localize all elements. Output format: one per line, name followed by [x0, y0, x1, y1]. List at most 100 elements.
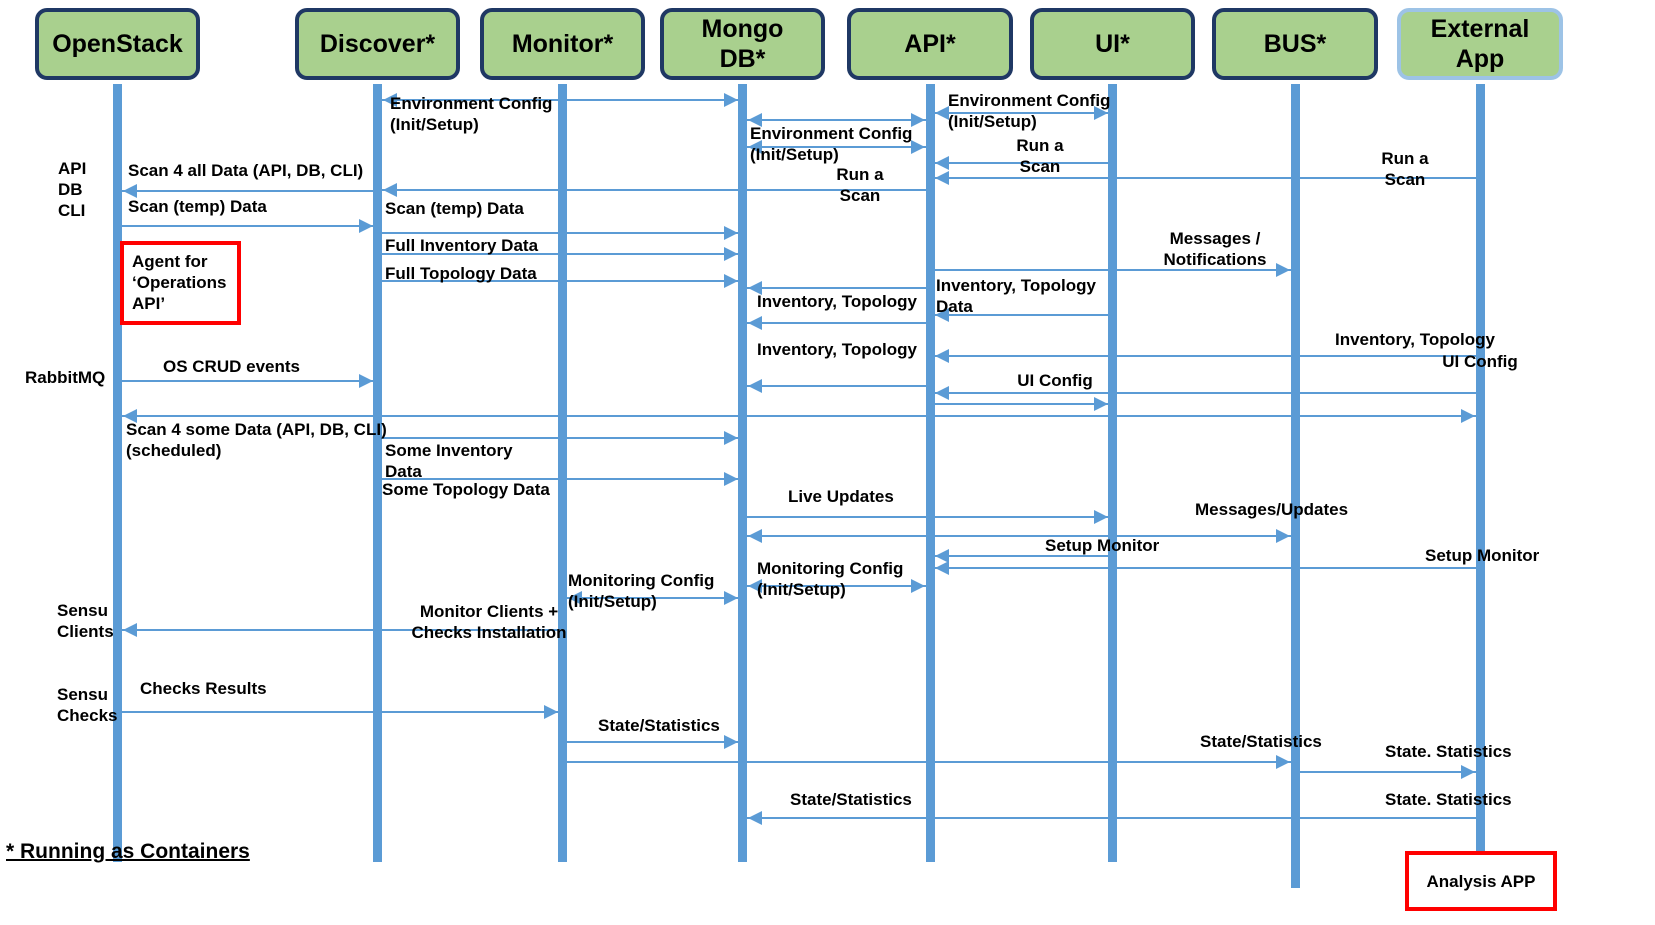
arrowhead-left: [935, 308, 949, 322]
message-label: Environment Config (Init/Setup): [390, 94, 553, 134]
message-arrow-api-to-ui: [930, 112, 1113, 114]
actor-label: DB*: [719, 45, 766, 73]
message-arrow-api-to-mongodb: [742, 322, 930, 324]
message-label: Full Topology Data: [385, 264, 537, 283]
lifeline-openstack: [113, 84, 122, 862]
arrowhead-right: [1276, 755, 1290, 769]
arrowhead-left: [382, 93, 397, 107]
message-label: Inventory, Topology: [757, 340, 917, 359]
arrowhead-left: [122, 623, 137, 637]
message-label: Messages/Updates: [1195, 500, 1349, 519]
arrowhead-right: [723, 431, 738, 445]
message-arrow-discover-to-openstack: [117, 190, 378, 192]
message-label: Checks Results: [140, 679, 267, 698]
lifeline-api: [925, 84, 935, 862]
message-label: Monitor Clients + Checks Installation: [411, 602, 567, 642]
message-label: Sensu Checks: [57, 685, 118, 725]
arrowhead-right: [358, 219, 373, 233]
arrowhead-right: [911, 113, 925, 127]
arrowhead-left: [935, 561, 949, 575]
arrowhead-left: [747, 379, 762, 393]
arrowhead-right: [543, 705, 558, 719]
message-label: Environment Config (Init/Setup): [750, 124, 913, 164]
message-label: Scan (temp) Data: [128, 197, 267, 216]
arrowhead-right: [1461, 765, 1475, 779]
message-label: State/Statistics: [598, 716, 720, 735]
arrowhead-right: [1461, 409, 1475, 423]
annotation-box-analysis-app: Analysis APP: [1405, 851, 1557, 911]
message-label: State. Statistics: [1385, 790, 1512, 809]
actor-label: Mongo: [701, 15, 784, 43]
arrowhead-right: [1093, 510, 1108, 524]
message-arrow-monitor-to-openstack: [117, 629, 563, 631]
arrowhead-left: [122, 409, 137, 423]
message-label: Environment Config (Init/Setup): [948, 91, 1111, 131]
message-arrow-discover-to-mongodb: [377, 99, 743, 101]
actor-label: External: [1430, 15, 1530, 43]
message-arrow-monitor-to-bus: [562, 761, 1295, 763]
actor-box-ui: UI*: [1030, 8, 1195, 80]
message-arrow-mongodb-to-api: [742, 585, 930, 587]
arrowhead-right: [1093, 106, 1108, 120]
message-arrow-mongodb-to-api: [742, 146, 930, 148]
message-label: Inventory, Topology Data: [936, 276, 1096, 316]
lifeline-discover: [373, 84, 382, 862]
message-label: Setup Monitor: [1425, 546, 1540, 565]
actor-label: OpenStack: [52, 30, 183, 58]
actor-label: API*: [904, 30, 956, 58]
message-arrow-api-to-mongodb: [742, 287, 930, 289]
message-arrow-discover-to-mongodb: [377, 478, 743, 480]
arrowhead-left: [935, 156, 949, 170]
arrowhead-right: [1276, 263, 1290, 277]
message-label: Inventory, Topology: [757, 292, 917, 311]
arrowhead-left: [935, 549, 949, 563]
actor-box-discover: Discover*: [295, 8, 460, 80]
message-arrow-discover-to-mongodb: [377, 280, 743, 282]
message-arrow-external-to-api: [930, 392, 1480, 394]
message-label: Full Inventory Data: [385, 236, 539, 255]
message-label: Some Inventory Data: [385, 441, 513, 481]
actor-box-api: API*: [847, 8, 1013, 80]
lifeline-external: [1475, 84, 1485, 908]
arrowhead-left: [747, 579, 762, 593]
message-arrow-bus-to-external: [1295, 771, 1480, 773]
arrowhead-right: [723, 274, 738, 288]
message-arrow-monitor-to-mongodb: [562, 741, 743, 743]
message-arrow-external-to-mongodb: [742, 817, 1480, 819]
message-label: Scan 4 some Data (API, DB, CLI) (schedul…: [126, 420, 387, 460]
message-label: Scan 4 all Data (API, DB, CLI): [128, 161, 364, 180]
message-label: Setup Monitor: [1045, 536, 1160, 555]
message-label: State. Statistics: [1385, 742, 1512, 761]
arrowhead-left: [747, 811, 762, 825]
message-label: API DB CLI: [58, 159, 87, 220]
message-label: Sensu Clients: [57, 601, 114, 641]
arrowhead-left: [122, 184, 137, 198]
message-arrow-openstack-to-discover: [117, 225, 378, 227]
arrowhead-left: [747, 113, 762, 127]
arrowhead-left: [935, 349, 949, 363]
message-label: Run a Scan: [1016, 136, 1064, 176]
message-label: UI Config: [1017, 371, 1093, 390]
message-label: Live Updates: [788, 487, 894, 506]
message-arrow-openstack-to-external: [117, 415, 1480, 417]
actor-label: App: [1455, 45, 1505, 73]
arrowhead-left: [747, 140, 762, 154]
lifeline-bus: [1290, 84, 1300, 888]
message-arrow-external-to-api: [930, 177, 1480, 179]
message-label: State/Statistics: [1200, 732, 1322, 751]
message-arrow-discover-to-mongodb: [377, 253, 743, 255]
actor-box-openstack: OpenStack: [35, 8, 200, 80]
message-label: State/Statistics: [790, 790, 912, 809]
lifeline-monitor: [558, 84, 567, 862]
running-as-containers-note: * Running as Containers: [6, 840, 250, 863]
arrowhead-right: [723, 472, 738, 486]
message-arrow-mongodb-to-ui: [742, 516, 1113, 518]
message-arrow-ui-to-api: [930, 555, 1113, 557]
arrowhead-right: [723, 93, 738, 107]
message-arrow-external-to-api: [930, 567, 1480, 569]
actor-label: Discover*: [319, 30, 436, 58]
message-label: UI Config: [1442, 352, 1518, 371]
message-label: Run a Scan: [836, 165, 884, 205]
